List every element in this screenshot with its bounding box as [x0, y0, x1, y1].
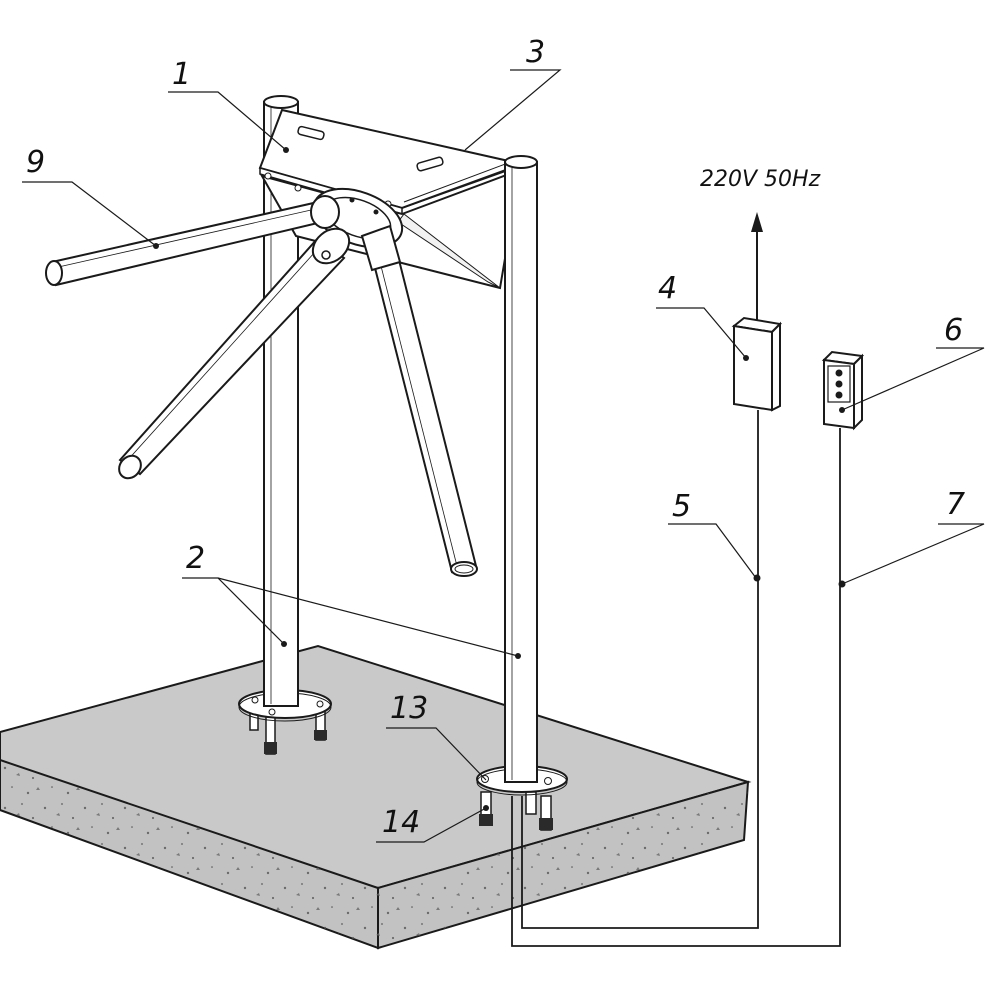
callout-dots [153, 147, 846, 811]
housing-slot-2 [416, 156, 444, 172]
panel-button-3 [835, 391, 843, 399]
callout-3: 3 [526, 35, 545, 70]
remote-control-panel [821, 350, 865, 431]
callout-leaders [22, 69, 985, 843]
barrier-arm-left [45, 195, 340, 287]
barrier-arm-down-right [360, 224, 478, 577]
callout-13: 13 [390, 691, 428, 726]
callout-4: 4 [658, 271, 677, 306]
barrier-arm-down-left [118, 227, 351, 480]
callout-7: 7 [946, 487, 965, 522]
cables [511, 410, 841, 947]
callout-1: 1 [172, 57, 191, 92]
concrete-slab [0, 644, 752, 950]
power-supply-arrow [751, 212, 763, 320]
power-label: 220V 50Hz [700, 167, 821, 192]
panel-button-2 [835, 380, 843, 388]
callout-9: 9 [26, 145, 45, 180]
housing-slot-1 [297, 125, 325, 141]
panel-button-1 [835, 369, 843, 377]
callout-2: 2 [186, 541, 205, 576]
callout-5: 5 [672, 489, 691, 524]
power-supply-unit [731, 316, 783, 412]
power-cable [521, 410, 759, 929]
right-post [504, 155, 538, 783]
control-cable [511, 428, 841, 947]
callout-6: 6 [944, 313, 963, 348]
callout-14: 14 [382, 805, 420, 840]
